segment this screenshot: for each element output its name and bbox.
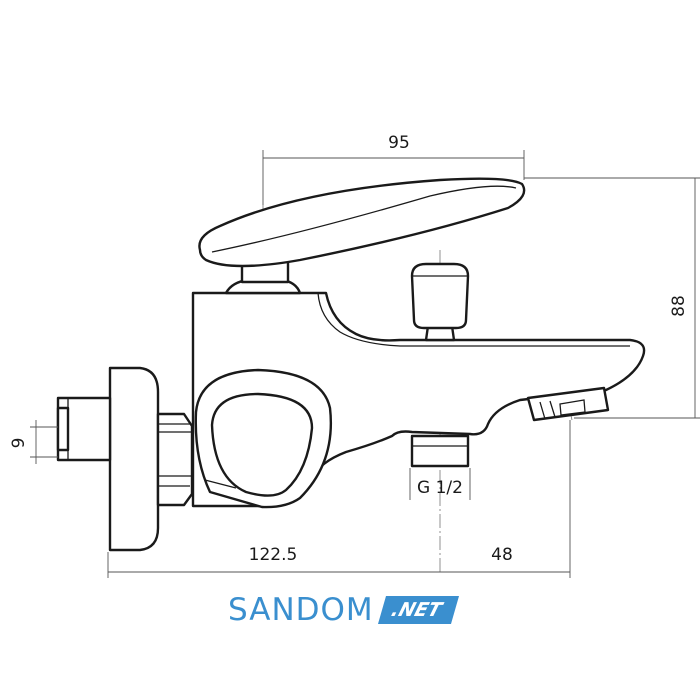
dim-label-outlet-to-spout: 48 — [491, 545, 513, 565]
dim-label-wall-to-outlet: 122.5 — [249, 545, 298, 565]
spout-contour — [317, 292, 630, 347]
wall-flange — [108, 366, 160, 552]
aerator — [526, 386, 610, 422]
dim-label-body-height: 88 — [669, 295, 689, 317]
dimension-body-height — [574, 178, 700, 419]
dome-edge — [204, 479, 237, 489]
lever-handle — [198, 177, 526, 268]
hex-union-nut — [156, 412, 194, 507]
dim-label-thread: G 1/2 — [417, 478, 463, 498]
brand-name: SANDOM — [228, 592, 374, 628]
diverter-knob — [410, 262, 470, 342]
shower-outlet — [410, 434, 470, 468]
dim-label-inlet: 9 — [9, 438, 29, 449]
dimension-horizontal — [107, 420, 571, 578]
inlet-pipe — [56, 396, 112, 462]
brand-tld-badge: .NET — [377, 596, 459, 624]
dim-label-lever-width: 95 — [388, 133, 410, 153]
brand-logo: SANDOM .NET — [228, 592, 459, 628]
lever-highlight — [211, 185, 517, 253]
dimension-lever-width — [262, 150, 700, 205]
brand-tld: .NET — [388, 599, 444, 621]
dimension-inlet — [30, 420, 58, 464]
cartridge-recess — [210, 392, 314, 497]
